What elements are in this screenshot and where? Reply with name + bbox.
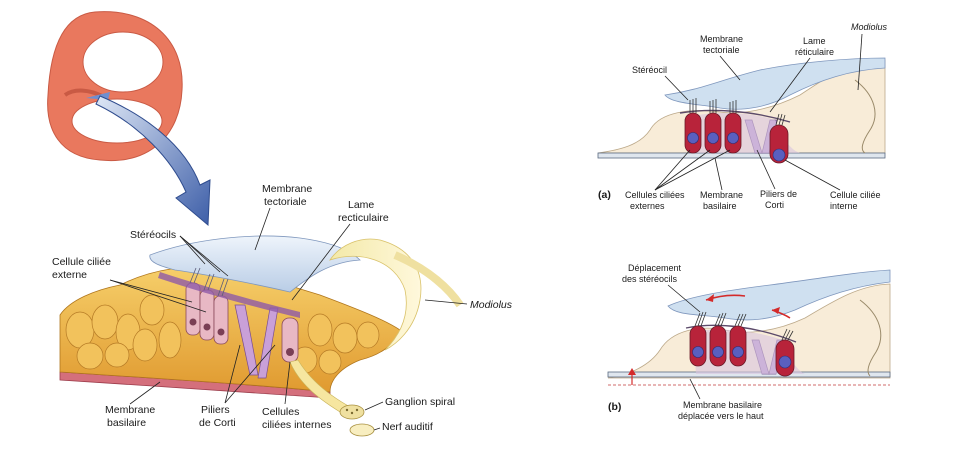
panel-b-membrane-2: déplacée vers le haut (678, 411, 764, 421)
label-lame-2: recticulaire (338, 212, 389, 224)
panel-a-lame-1: Lame (803, 36, 826, 46)
panel-b-diagram (607, 269, 891, 386)
panel-b-deplacement-2: des stéréocils (622, 274, 678, 284)
left-labels: Stéréocils Membrane tectoriale Lame rect… (52, 183, 513, 433)
label-stereocils: Stéréocils (130, 229, 176, 241)
label-cellules-internes-1: Cellules (262, 406, 299, 418)
label-modiolus: Modiolus (470, 299, 513, 311)
label-membrane-basilaire-1: Membrane (105, 404, 155, 416)
panel-a-piliers-2: Corti (765, 200, 784, 210)
zoom-arrow-icon (95, 95, 211, 227)
panel-a-basilaire-2: basilaire (703, 201, 737, 211)
panel-a-diagram (597, 57, 886, 164)
panel-a-tectoriale-2: tectoriale (703, 45, 740, 55)
panel-a-leader-lines (654, 33, 863, 191)
left-leader-lines (109, 207, 468, 431)
panel-b-membrane-1: Membrane basilaire (683, 400, 762, 410)
panel-a-cellules-externes-2: externes (630, 201, 665, 211)
panel-a-cellule-interne-2: interne (830, 201, 858, 211)
label-membrane-tectoriale-2: tectoriale (264, 196, 307, 208)
panel-b-deplacement-1: Déplacement (628, 263, 682, 273)
label-cellule-externe-2: externe (52, 269, 87, 281)
label-ganglion: Ganglion spiral (385, 396, 455, 408)
label-piliers-2: de Corti (199, 417, 236, 429)
panel-a-tag: (a) (598, 189, 611, 201)
panel-a-basilaire-1: Membrane (700, 190, 743, 200)
organ-of-corti (59, 235, 464, 437)
label-lame-1: Lame (348, 199, 374, 211)
label-membrane-basilaire-2: basilaire (107, 417, 146, 429)
panel-a-tectoriale-1: Membrane (700, 34, 743, 44)
label-cellules-internes-2: ciliées internes (262, 419, 331, 431)
panel-a-labels: (a) Modiolus Membrane tectoriale Lame ré… (598, 22, 888, 211)
label-nerf: Nerf auditif (382, 421, 433, 433)
panel-a-lame-2: réticulaire (795, 47, 834, 57)
panel-a-piliers-1: Piliers de (760, 189, 797, 199)
panel-a-cellules-externes-1: Cellules ciliées (625, 190, 685, 200)
panel-a-modiolus: Modiolus (851, 22, 888, 32)
label-membrane-tectoriale-1: Membrane (262, 183, 312, 195)
panel-b-tag: (b) (608, 401, 621, 413)
panel-a-stereocil: Stéréocil (632, 65, 667, 75)
panel-b-labels: (b) Déplacement des stéréocils Membrane … (608, 263, 764, 421)
panel-a-cellule-interne-1: Cellule ciliée (830, 190, 881, 200)
label-cellule-externe-1: Cellule ciliée (52, 256, 111, 268)
panel-b-leader-lines (667, 284, 701, 400)
label-piliers-1: Piliers (201, 404, 230, 416)
